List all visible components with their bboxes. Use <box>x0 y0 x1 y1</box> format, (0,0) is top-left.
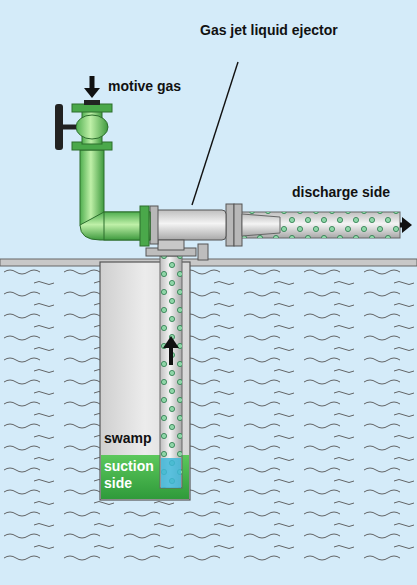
flow-label: discharge side <box>292 184 412 201</box>
flow-label: motive gas <box>108 78 218 95</box>
region-label: suction side <box>104 458 164 492</box>
region-label: swamp <box>104 430 188 447</box>
component-label: Gas jet liquid ejector <box>200 22 350 39</box>
